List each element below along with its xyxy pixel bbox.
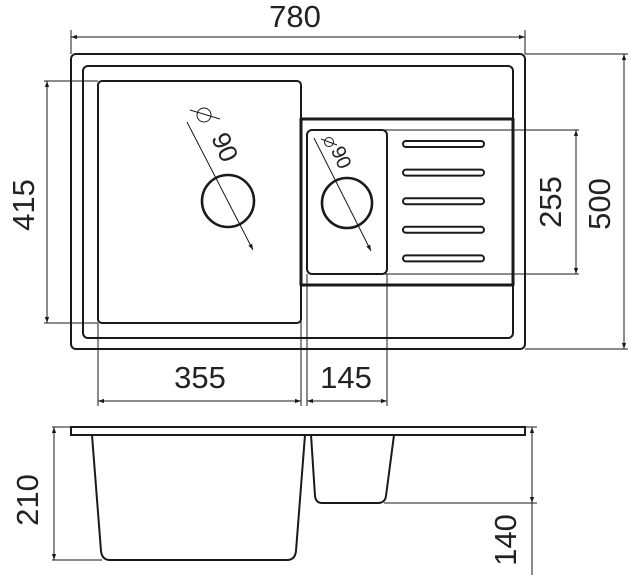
diameter-symbol-icon (320, 137, 338, 147)
drainer-slot (402, 254, 485, 263)
small-drain-diameter-label: 90 (326, 143, 355, 172)
small-drain-diameter-line (313, 137, 372, 252)
sink-inner-rim (82, 65, 514, 339)
top-view: 90 90 780 415 500 255 355 (6, 0, 628, 406)
drainer-slot (402, 197, 485, 206)
dimension-label-bowl-width: 355 (174, 360, 226, 395)
drainer-slot (402, 140, 485, 148)
main-drain-hole (200, 173, 256, 229)
dimension-label-small-bowl-depth: 255 (533, 176, 568, 228)
main-bowl-profile (91, 434, 306, 561)
dimension-label-bowl-depth: 415 (6, 179, 41, 231)
dimension-label-bowl-height: 210 (10, 474, 45, 526)
sink-deck-profile (70, 426, 526, 436)
drainer-slot (402, 168, 485, 177)
sink-outer-outline (70, 53, 526, 350)
drainer-area (299, 117, 515, 287)
small-bowl-profile (310, 434, 395, 504)
small-drain-hole (320, 176, 374, 230)
dimension-label-small-bowl-height: 140 (488, 514, 523, 566)
small-bowl (306, 129, 388, 275)
dimension-label-depth: 500 (582, 178, 617, 230)
dimension-label-width: 780 (269, 0, 321, 34)
drainer-slots (402, 140, 485, 263)
main-drain-diameter-line (186, 121, 254, 251)
dimension-label-small-bowl-width: 145 (320, 360, 372, 395)
side-view: 210 140 (10, 426, 537, 575)
drainer-slot (402, 225, 485, 234)
diameter-symbol-icon (189, 107, 221, 123)
main-bowl (97, 80, 302, 324)
main-drain-diameter-label: 90 (205, 128, 244, 167)
